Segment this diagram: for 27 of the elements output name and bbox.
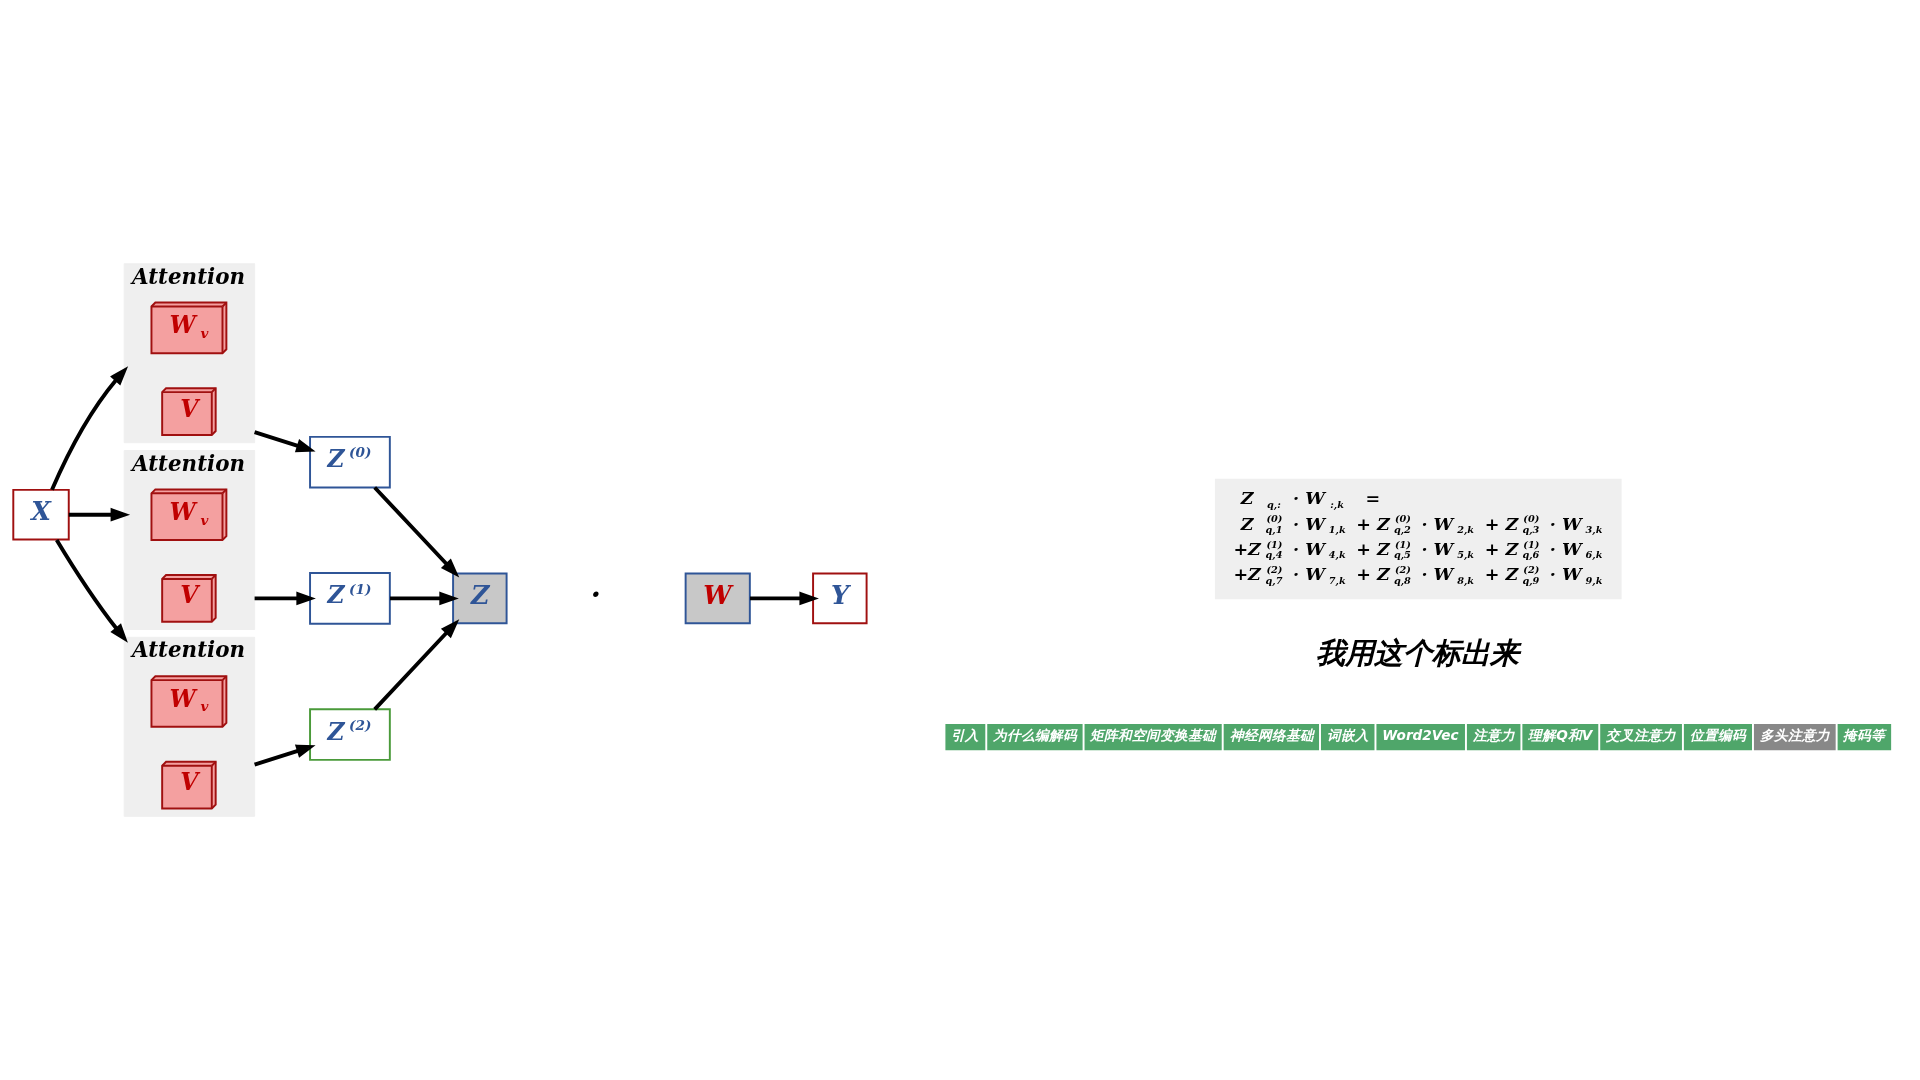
- arrow: [373, 619, 460, 711]
- arrow: [254, 430, 316, 453]
- arrow: [254, 744, 316, 767]
- label: 词嵌入: [1326, 726, 1369, 743]
- label: 位置编码: [1689, 726, 1746, 743]
- label: 多头注意力: [1759, 726, 1830, 743]
- label: ·: [590, 577, 601, 612]
- label: 引入: [951, 726, 980, 743]
- label: Word2Vec: [1382, 726, 1459, 743]
- label: 注意力: [1472, 726, 1515, 743]
- label: 理解Q和V: [1528, 726, 1593, 743]
- label: 神经网络基础: [1229, 726, 1314, 743]
- arrow: [50, 366, 129, 491]
- node-box: W: [684, 572, 751, 625]
- arrow: [254, 591, 316, 606]
- arrow: [749, 591, 819, 606]
- label: 为什么编解码: [993, 726, 1078, 743]
- node-box: Z: [452, 572, 508, 625]
- label: 矩阵和空间变换基础: [1090, 726, 1217, 743]
- arrow: [390, 591, 459, 606]
- label: 交叉注意力: [1606, 726, 1677, 743]
- arrow: [55, 538, 128, 643]
- node-box: Y: [812, 572, 868, 625]
- arrow: [373, 486, 460, 578]
- arrow: [68, 507, 131, 522]
- label: 掩码等: [1843, 726, 1886, 743]
- node-box: X: [12, 488, 70, 541]
